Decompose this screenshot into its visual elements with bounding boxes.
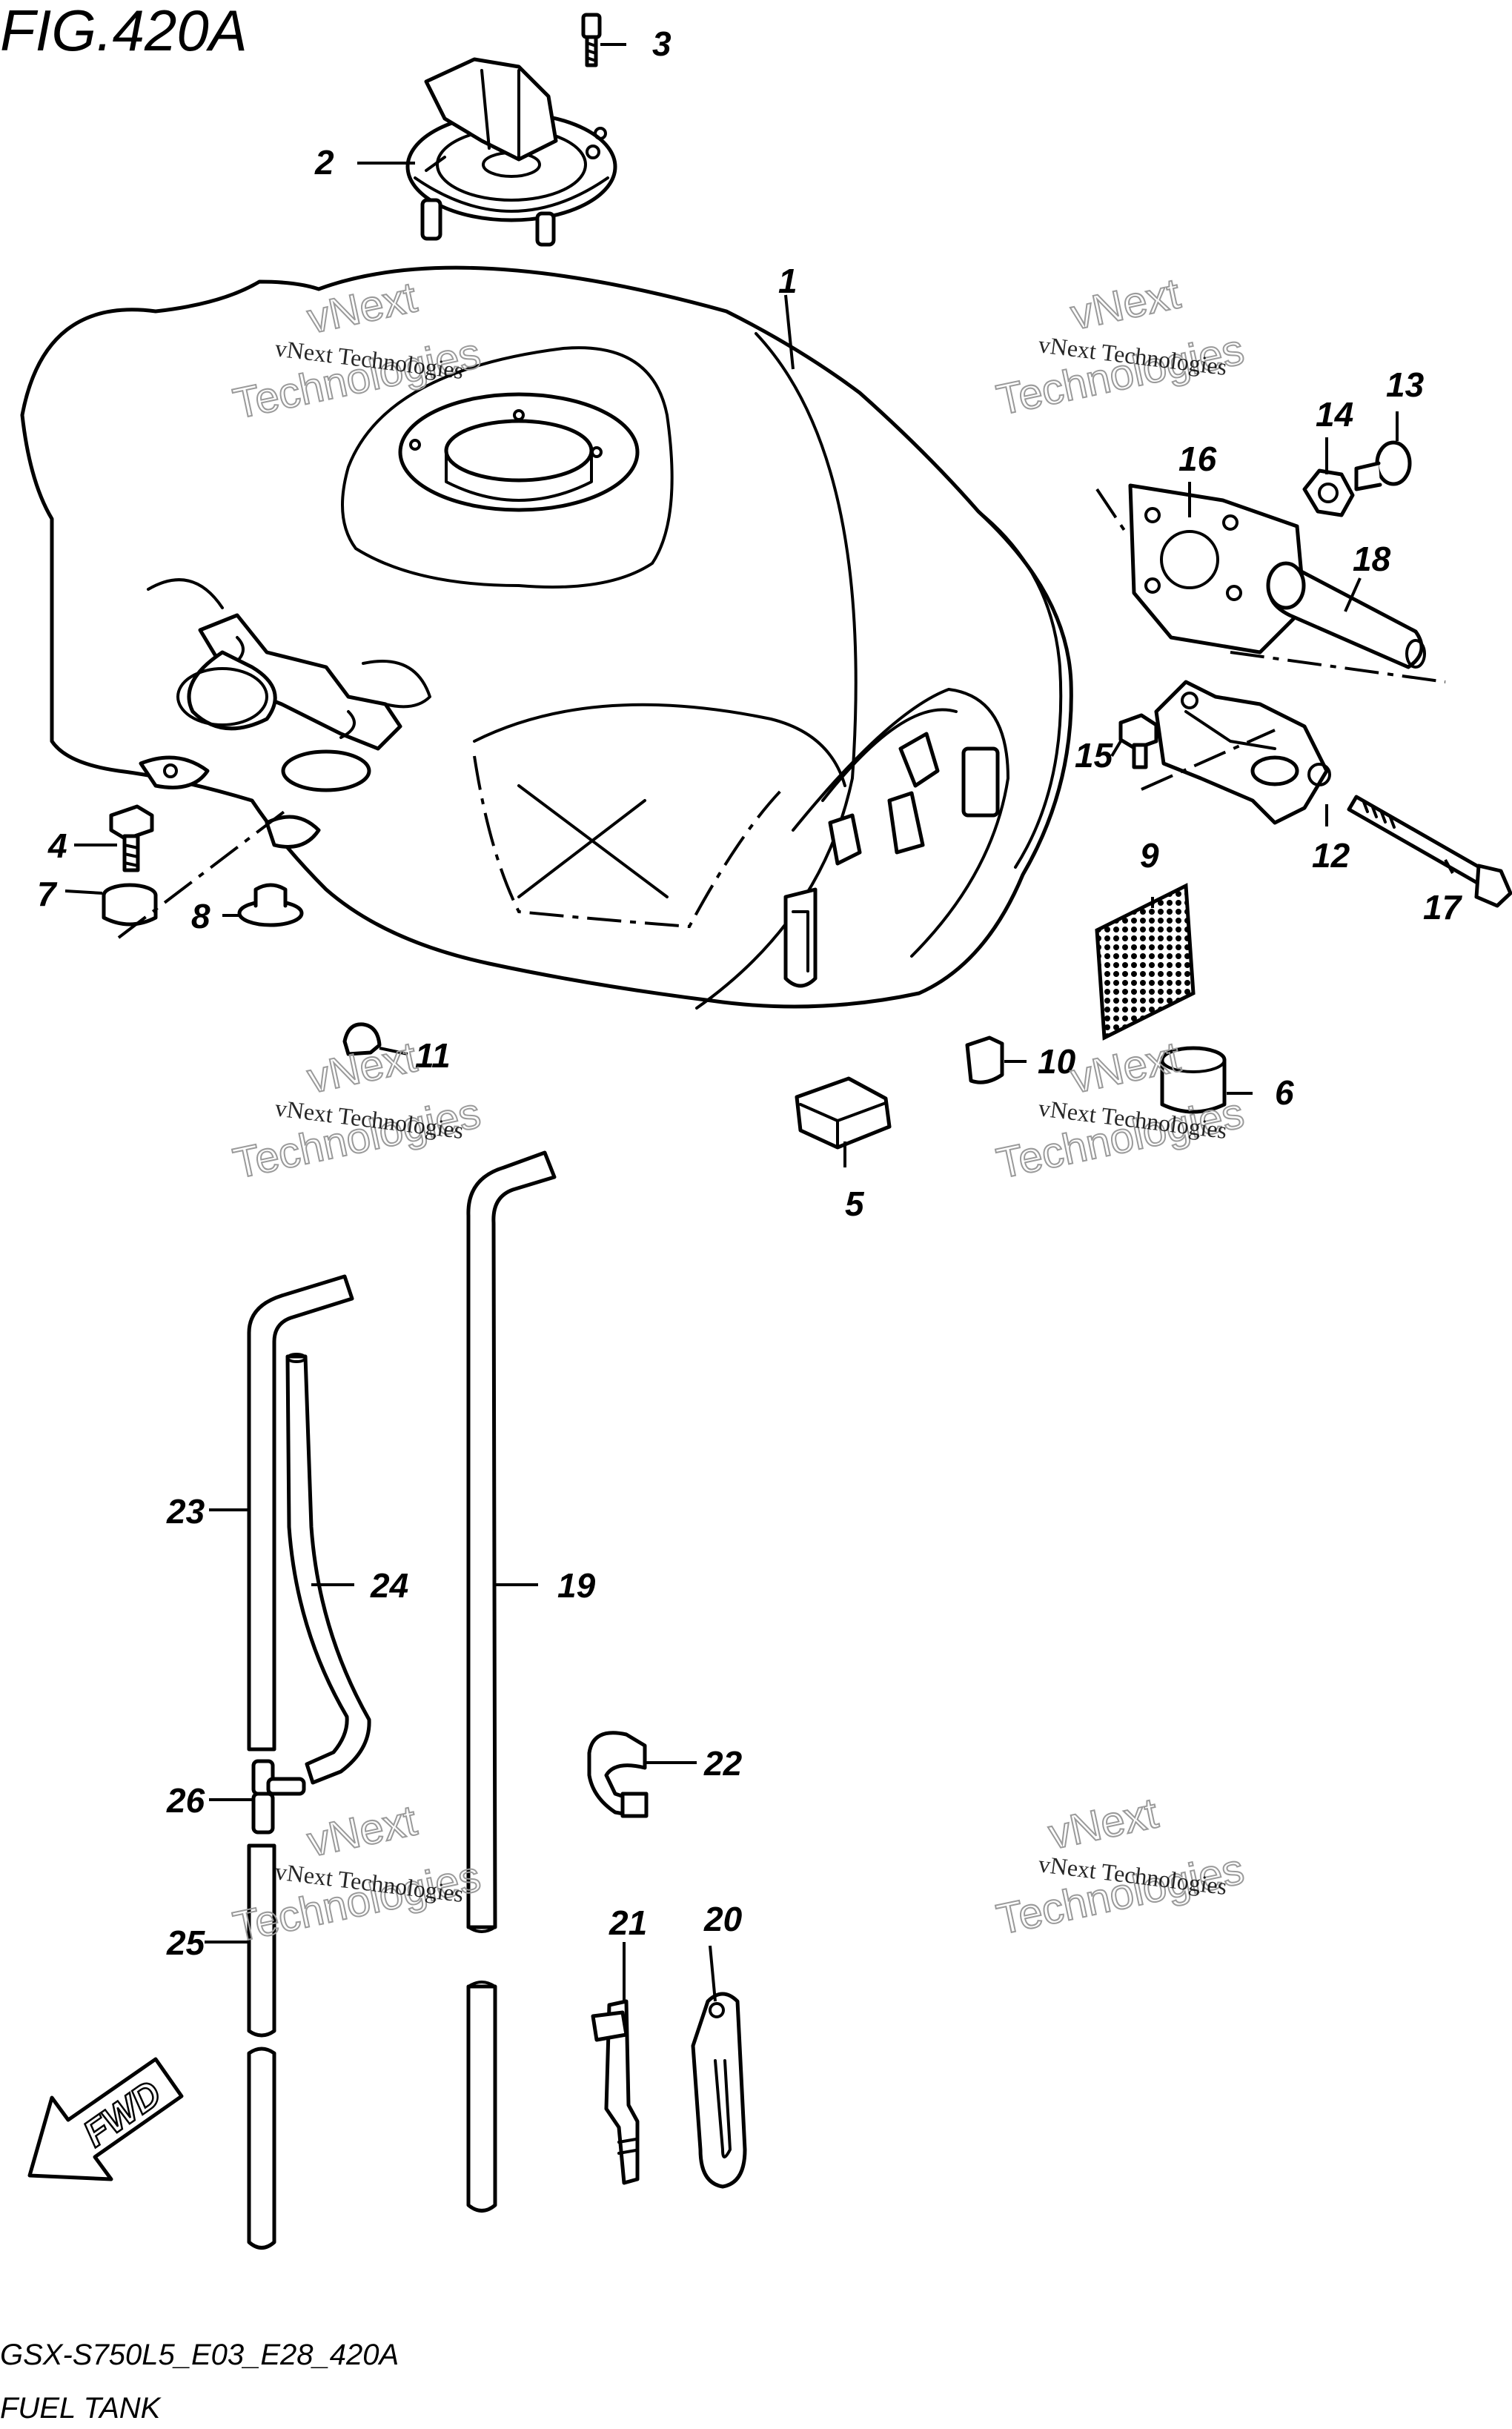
label-9: 9 [1140, 836, 1159, 875]
label-2: 2 [314, 143, 334, 182]
label-7: 7 [37, 875, 58, 913]
part-cushion-5 [795, 1076, 892, 1150]
label-6: 6 [1275, 1073, 1294, 1112]
label-14: 14 [1316, 395, 1353, 434]
part-joint-26 [251, 1759, 306, 1835]
mount-guide-line [117, 806, 291, 939]
label-18: 18 [1353, 540, 1391, 578]
part-bracket-12 [1154, 680, 1331, 825]
part-cap-6 [1160, 1046, 1227, 1114]
part-cushion-11 [342, 1022, 382, 1056]
figure-code: GSX-S750L5_E03_E28_420A [0, 2339, 399, 2371]
part-bolt-13 [1354, 440, 1412, 491]
part-hose-19 [466, 1150, 557, 2213]
part-pad-9 [1095, 883, 1196, 1041]
label-3: 3 [652, 24, 672, 63]
part-fuel-cap [405, 57, 617, 247]
part-bolt-15 [1118, 713, 1158, 769]
part-collar-18 [1266, 561, 1426, 669]
part-fuel-tank [20, 265, 1073, 1010]
part-hose-23 [247, 1274, 354, 1752]
label-10: 10 [1038, 1042, 1076, 1081]
label-22: 22 [703, 1744, 743, 1783]
label-12: 12 [1312, 836, 1350, 875]
part-bolt-17 [1347, 795, 1512, 908]
bracket-guide-b [1230, 651, 1446, 683]
label-26: 26 [166, 1781, 205, 1820]
watermark-top-right: vNext Technologies vNext Technologies [992, 268, 1249, 425]
label-21: 21 [609, 1903, 647, 1942]
label-25: 25 [166, 1923, 206, 1962]
part-nut-14 [1302, 468, 1355, 517]
leader-lines [64, 43, 1454, 2002]
svg-text:vNext: vNext [303, 1033, 421, 1102]
watermark-bottom-right: vNext Technologies vNext Technologies [992, 1788, 1249, 1944]
label-19: 19 [557, 1566, 596, 1605]
part-bolt-3 [581, 13, 602, 67]
part-bolt-4 [109, 804, 154, 872]
svg-text:vNext: vNext [1067, 269, 1184, 339]
figure-title: FIG.420A [0, 0, 248, 63]
part-hose-24 [285, 1353, 371, 1785]
label-1: 1 [778, 262, 798, 300]
label-24: 24 [370, 1566, 408, 1605]
part-clamp-22 [587, 1731, 649, 1818]
part-damper-7 [102, 883, 158, 927]
part-cushion-10 [965, 1035, 1004, 1084]
part-strap-21 [591, 1999, 640, 2185]
svg-text:vNext: vNext [303, 1796, 421, 1866]
part-strap-20 [691, 1992, 747, 2189]
forward-direction-arrow: FWD [27, 2057, 184, 2181]
label-17: 17 [1423, 888, 1463, 927]
label-16: 16 [1178, 440, 1217, 478]
part-hose-25 [247, 1843, 276, 2250]
part-grommet-8 [237, 883, 304, 927]
part-number-labels: 1 2 3 4 5 6 7 8 9 10 11 12 13 14 15 16 1… [37, 24, 1463, 1962]
label-5: 5 [845, 1184, 865, 1223]
label-13: 13 [1386, 365, 1425, 404]
bracket-guide-a [1095, 488, 1128, 535]
watermark-bottom-left: vNext Technologies vNext Technologies [228, 1795, 485, 1952]
label-11: 11 [415, 1036, 451, 1075]
label-20: 20 [703, 1900, 743, 1938]
label-4: 4 [47, 826, 67, 865]
label-15: 15 [1075, 736, 1114, 775]
label-8: 8 [191, 897, 210, 935]
svg-text:vNext: vNext [1044, 1789, 1162, 1858]
bracket-guide-c [1141, 729, 1276, 791]
label-23: 23 [166, 1492, 205, 1531]
part-bracket-16 [1128, 483, 1307, 655]
figure-name: FUEL TANK [0, 2392, 162, 2425]
